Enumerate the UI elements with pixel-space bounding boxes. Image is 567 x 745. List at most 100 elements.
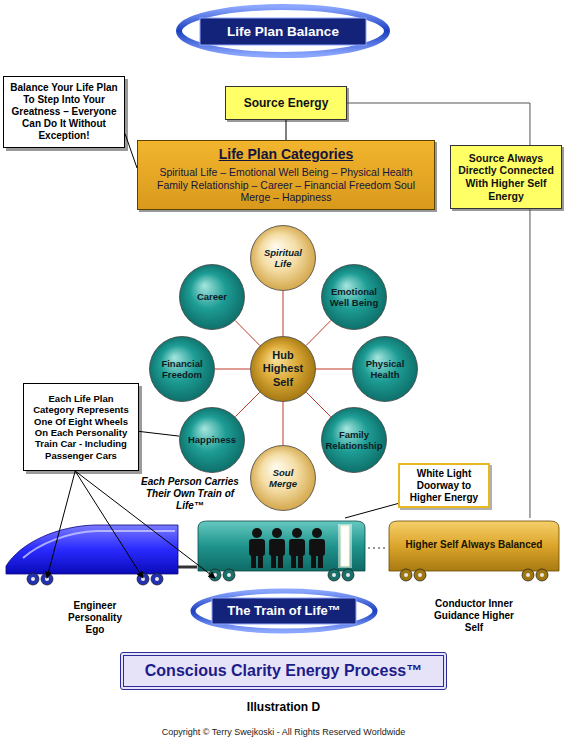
circle-outline [322,265,387,330]
wheel-hub [155,577,159,581]
train-wheel [223,569,235,581]
connector-line [529,209,530,518]
person-head [272,528,282,538]
circle-outline [180,408,245,473]
spoke-line [316,369,352,370]
wheel-hub [332,573,336,577]
spoke-line [283,402,284,445]
callout-box: Balance Your Life Plan To Step Into Your… [3,76,125,148]
wheel-hub [213,573,217,577]
person-body [289,539,305,556]
callout-text: White Light Doorway to Higher Energy [400,468,488,504]
white-light [341,526,349,566]
box-heading: Life Plan Categories [219,146,354,163]
pointer-arrow [75,471,143,578]
circle-outline [150,337,215,402]
category-circle: Career [179,264,245,330]
car-body [198,521,365,571]
circle-label: Soul Merge [258,467,308,490]
circle-label: Spiritual Life [257,247,309,270]
callout-text: Each Life Plan Category Represents One O… [28,393,134,461]
car-body [389,521,559,571]
leader-line [139,431,179,436]
person-body [309,539,325,556]
pointer-arrow [47,471,75,578]
spoke-line [215,369,250,370]
person-head [292,528,302,538]
circle-label: Physical Health [360,358,410,381]
engine-outline [3,522,178,578]
spoke-line [235,320,260,345]
callout-box: Each Life Plan Category Represents One O… [23,383,139,471]
engine-car: Engineer Personality Ego [3,522,178,578]
person-body [269,539,285,556]
train-wheel [400,569,412,581]
wheel-hub [526,573,530,577]
circle-label: Career [182,291,242,302]
coupling-line [368,548,386,549]
circle-label: Hub Highest Self [258,349,308,389]
wheel-hub [227,573,231,577]
title-ring [179,7,387,55]
category-circle: Spiritual Life [250,225,316,291]
source-box: Source Energy [225,86,347,120]
wheel-hub [141,577,145,581]
categories-box: Life Plan CategoriesSpiritual Life – Emo… [137,140,435,210]
wheel-hub [418,573,422,577]
category-circle: Happiness [179,407,245,473]
copyright-note: Copyright © Terry Swejkoski - All Rights… [0,727,567,737]
wheel-hub [31,577,35,581]
train-wheel [209,569,221,581]
process-label: Conscious Clarity Energy Process™ [145,661,422,680]
circle-label: Family Relationship [322,429,386,452]
diagram-caption: Illustration D [0,700,567,714]
person-leg [318,554,323,568]
box-body: Spiritual Life – Emotional Well Being – … [143,166,429,204]
title-plate [200,18,366,45]
spoke-line [306,320,331,345]
person-body [249,539,265,556]
person-head [252,528,262,538]
circle-outline [322,408,387,473]
train-oval: The Train of Life™ [190,588,378,634]
diagram-title: Life Plan Balance [200,18,366,45]
person-leg [271,554,276,568]
circle-label: Emotional Well Being [325,286,383,309]
box-label: Source Energy [244,96,329,110]
wheel-hub [404,573,408,577]
spoke-line [283,291,284,336]
spoke-line [306,392,330,416]
coach-outline [195,518,368,578]
train-wheel [414,569,426,581]
leader-line [345,504,398,519]
wheel-hub [346,573,350,577]
car-caption: Engineer Personality Ego [60,600,130,636]
train-wheel [137,573,149,585]
person-leg [258,554,263,568]
connector-line [286,120,287,140]
person-leg [291,554,296,568]
train-wheel [536,569,548,581]
person-leg [311,554,316,568]
car-caption: Conductor Inner Guidance Higher Self [434,598,514,634]
circle-outline [251,337,316,402]
callout-text: Balance Your Life Plan To Step Into Your… [8,82,120,142]
category-circle: Financial Freedom [149,336,215,402]
category-circle: Soul Merge [250,445,316,511]
circle-outline [353,337,418,402]
circle-outline [251,226,316,291]
light-glow [338,524,352,568]
train-wheel [342,569,354,581]
circle-label: Financial Freedom [154,358,210,381]
process-box: Conscious Clarity Energy Process™ [120,652,447,690]
category-circle: Family Relationship [321,407,387,473]
engine-body [6,525,178,574]
train-wheel [151,573,163,585]
engine-highlight [23,531,175,558]
person-leg [251,554,256,568]
category-circle: Physical Health [352,336,418,402]
coupler [178,566,197,569]
car-caption: Each Person Carries Their Own Train of L… [135,476,245,512]
callout-box: White Light Doorway to Higher Energy [398,463,490,508]
